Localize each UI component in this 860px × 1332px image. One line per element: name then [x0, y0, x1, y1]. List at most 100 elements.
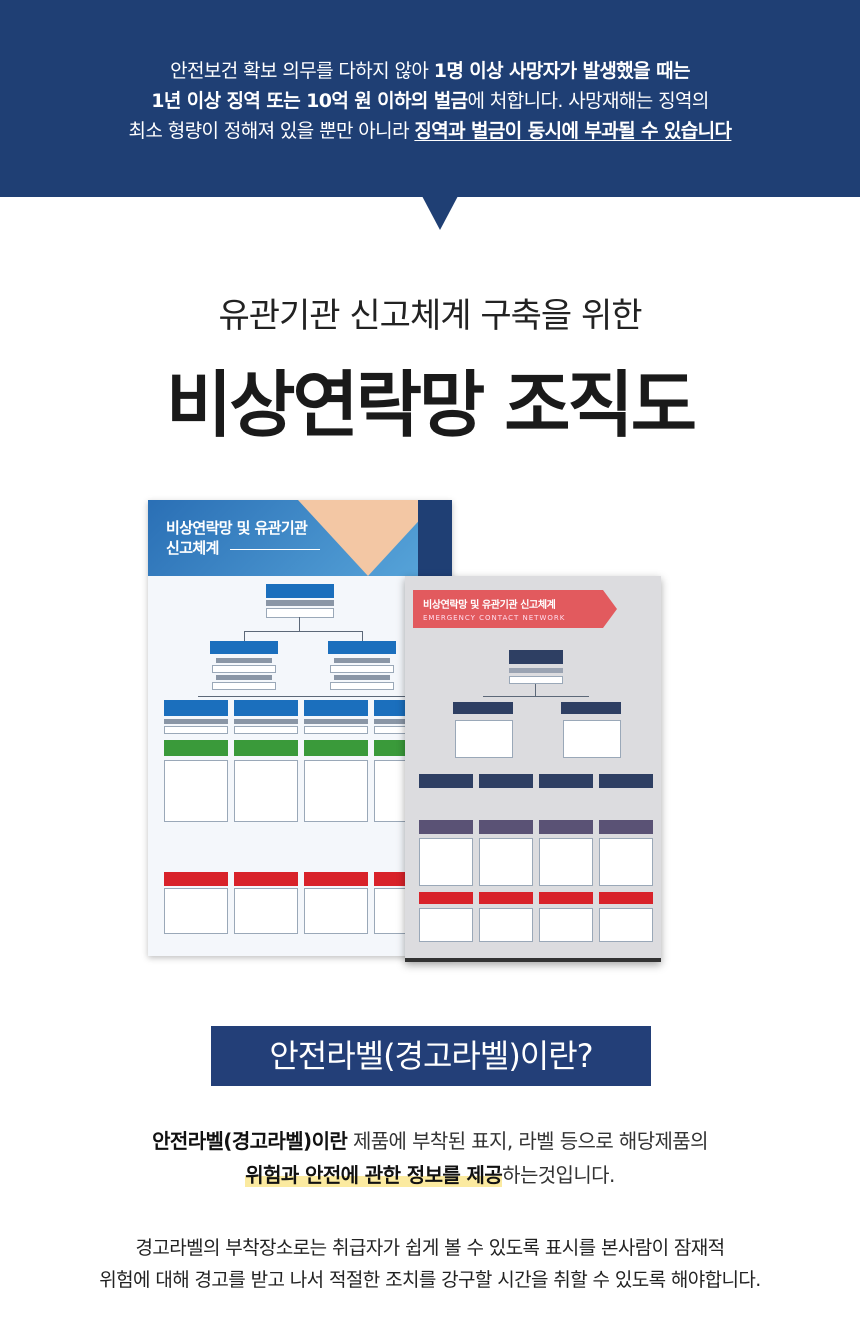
guidance-line-2: 위험에 대해 경고를 받고 나서 적절한 조치를 강구할 시간을 취할 수 있도…: [99, 1269, 761, 1291]
chart-connector: [244, 631, 245, 641]
gray-chart-list-4: [599, 838, 653, 886]
banner-line-3-underlined: 징역과 벌금이 동시에 부과될 수 있습니다: [414, 120, 732, 142]
definition-term: 안전라벨(경고라벨)이란: [152, 1129, 348, 1153]
banner-line-1-text: 안전보건 확보 의무를 다하지 않아: [170, 60, 434, 82]
chart-node-l2-right-contact2: [330, 682, 394, 690]
definition-line-2: 위험과 안전에 관한 정보를 제공하는것입니다.: [0, 1158, 860, 1192]
chart-list-3: [304, 760, 368, 822]
chart-connector: [299, 617, 300, 631]
banner-line-3-text: 최소 형량이 정해져 있을 뿐만 아니라: [128, 120, 415, 142]
chart-node-top: [266, 584, 334, 598]
chart-connector: [198, 696, 448, 697]
chart-node-l2-left-role2: [216, 675, 272, 680]
gray-chart-node-l3-1: [419, 774, 473, 788]
chart-row: [164, 719, 228, 724]
definition-text: 제품에 부착된 표지, 라벨 등으로 해당제품의: [347, 1129, 709, 1153]
banner-text: 안전보건 확보 의무를 다하지 않아 1명 이상 사망자가 발생했을 때는 1년…: [0, 56, 860, 146]
chart-row: [234, 719, 298, 724]
chart-row: [304, 726, 368, 734]
chart-connector: [483, 696, 589, 697]
chart-node-top-role: [266, 600, 334, 606]
agency-card-hospital: [234, 888, 298, 934]
gray-chart-node-l4-4: [599, 820, 653, 834]
gray-chart-list-3: [539, 838, 593, 886]
gray-chart-node-l4-1: [419, 820, 473, 834]
gray-chart-list-2: [479, 838, 533, 886]
chart-node-l2-left: [210, 641, 278, 654]
chart-node-l4-2: [234, 740, 298, 756]
gray-chart-node-top-contact: [509, 676, 563, 684]
safety-label-heading: 안전라벨(경고라벨)이란?: [211, 1026, 651, 1086]
safety-label-definition: 안전라벨(경고라벨)이란 제품에 부착된 표지, 라벨 등으로 해당제품의 위험…: [0, 1124, 860, 1192]
chart-row: [234, 726, 298, 734]
chart-node-l2-left-role: [216, 658, 272, 663]
section-title: 비상연락망 조직도: [166, 363, 697, 447]
chart-node-l2-left-contact: [212, 665, 276, 673]
top-banner: 안전보건 확보 의무를 다하지 않아 1명 이상 사망자가 발생했을 때는 1년…: [0, 0, 860, 197]
gray-chart-node-l3-3: [539, 774, 593, 788]
chart-connector: [244, 631, 362, 632]
gray-chart-node-l2-right-detail: [563, 720, 621, 758]
poster-blue-decoration: [298, 500, 438, 576]
gray-agency-header-2: [479, 892, 533, 904]
definition-end: 하는것입니다.: [502, 1163, 615, 1187]
chart-row: [164, 726, 228, 734]
agency-card-police: [304, 888, 368, 934]
chart-node-l3-1: [164, 700, 228, 716]
down-arrow-icon: [422, 196, 458, 230]
banner-line-1: 안전보건 확보 의무를 다하지 않아 1명 이상 사망자가 발생했을 때는: [0, 56, 860, 86]
chart-node-l2-right-contact: [330, 665, 394, 673]
poster-gray-org-chart: 비상연락망 및 유관기관 신고체계 EMERGENCY CONTACT NETW…: [405, 576, 661, 962]
agency-header-police: [304, 872, 368, 886]
chart-node-l4-3: [304, 740, 368, 756]
gray-chart-node-top-role: [509, 668, 563, 673]
gray-chart-list-1: [419, 838, 473, 886]
chart-list-1: [164, 760, 228, 822]
poster-gray-title: 비상연락망 및 유관기관 신고체계: [423, 600, 556, 611]
poster-blue-org-chart: 비상연락망 및 유관기관 신고체계: [148, 500, 452, 956]
chart-row: [304, 719, 368, 724]
definition-highlight: 위험과 안전에 관한 정보를 제공: [245, 1163, 503, 1187]
gray-chart-node-l2-left: [453, 702, 513, 714]
chart-list-2: [234, 760, 298, 822]
chart-node-l2-right-role2: [334, 675, 390, 680]
banner-line-2: 1년 이상 징역 또는 10억 원 이하의 벌금에 처합니다. 사망재해는 징역…: [0, 86, 860, 116]
gray-chart-node-l4-3: [539, 820, 593, 834]
definition-line-1: 안전라벨(경고라벨)이란 제품에 부착된 표지, 라벨 등으로 해당제품의: [0, 1124, 860, 1158]
gray-chart-node-l3-2: [479, 774, 533, 788]
banner-line-3: 최소 형량이 정해져 있을 뿐만 아니라 징역과 벌금이 동시에 부과될 수 있…: [0, 116, 860, 146]
gray-chart-node-l2-left-detail: [455, 720, 513, 758]
poster-gray-subtitle: EMERGENCY CONTACT NETWORK: [423, 614, 566, 622]
guidance-line-1: 경고라벨의 부착장소로는 취급자가 쉽게 볼 수 있도록 표시를 본사람이 잠재…: [135, 1237, 725, 1259]
gray-agency-header-1: [419, 892, 473, 904]
gray-agency-card-3: [539, 908, 593, 942]
chart-node-l3-2: [234, 700, 298, 716]
section-subtitle: 유관기관 신고체계 구축을 위한: [218, 296, 642, 336]
chart-node-l4-1: [164, 740, 228, 756]
gray-chart-node-l3-4: [599, 774, 653, 788]
gray-chart-node-top: [509, 650, 563, 664]
chart-node-l2-right-role: [334, 658, 390, 663]
gray-agency-header-3: [539, 892, 593, 904]
banner-line-1-bold: 1명 이상 사망자가 발생했을 때는: [433, 60, 691, 82]
agency-header-hospital: [234, 872, 298, 886]
chart-node-l3-3: [304, 700, 368, 716]
gray-chart-node-l4-2: [479, 820, 533, 834]
chart-connector: [362, 631, 363, 641]
chart-node-l2-left-contact2: [212, 682, 276, 690]
gray-agency-card-1: [419, 908, 473, 942]
chart-node-l2-right: [328, 641, 396, 654]
agency-header-fire: [164, 872, 228, 886]
poster-blue-title-rule: [230, 549, 320, 550]
gray-agency-card-4: [599, 908, 653, 942]
gray-agency-card-2: [479, 908, 533, 942]
poster-blue-title-line1: 비상연락망 및 유관기관: [166, 519, 308, 537]
chart-node-top-contact: [266, 608, 334, 618]
agency-card-fire: [164, 888, 228, 934]
poster-blue-title: 비상연락망 및 유관기관 신고체계: [166, 518, 308, 558]
gray-agency-header-4: [599, 892, 653, 904]
gray-chart-node-l2-right: [561, 702, 621, 714]
poster-gray-header: [413, 590, 617, 628]
poster-blue-decoration-band: [418, 500, 452, 576]
poster-blue-title-line2: 신고체계: [166, 539, 219, 557]
